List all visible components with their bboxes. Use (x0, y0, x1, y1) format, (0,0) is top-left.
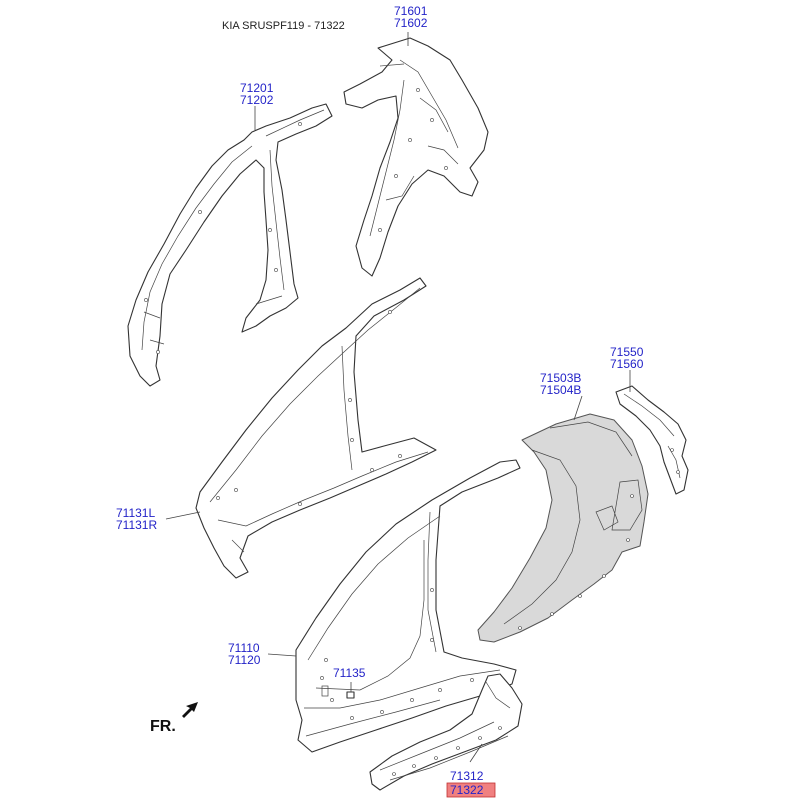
highlight-box (446, 782, 496, 798)
part-label-71120[interactable]: 71120 (228, 653, 261, 667)
part-label-71504B[interactable]: 71504B (540, 383, 581, 397)
leader-71503B (573, 395, 583, 421)
side-outer-panel-part[interactable] (295, 459, 521, 753)
side-reinforcement-part[interactable] (195, 277, 437, 579)
part-label-71601[interactable]: 71601 (394, 4, 428, 18)
latch-cutout (321, 685, 329, 697)
part-label-71602[interactable]: 71602 (394, 16, 428, 30)
front-direction-label: FR. (150, 718, 176, 735)
part-label-71202[interactable]: 71202 (240, 93, 274, 107)
part-label-71550[interactable]: 71550 (610, 345, 644, 359)
part-label-71131L[interactable]: 71131L (116, 506, 155, 520)
rear-inner-panel-part[interactable] (343, 37, 489, 277)
leader-71312 (469, 743, 483, 763)
quarter-outer-panel-part[interactable] (477, 413, 649, 643)
rear-bracket-part[interactable] (615, 385, 689, 495)
side-sill-part[interactable] (369, 673, 523, 791)
front-direction-arrow-icon (182, 702, 198, 718)
pillar-inner-part[interactable] (127, 103, 333, 387)
part-label-71110[interactable]: 71110 (228, 641, 260, 655)
part-label-71503B[interactable]: 71503B (540, 371, 581, 385)
part-label-71201[interactable]: 71201 (240, 81, 274, 95)
part-label-71312[interactable]: 71312 (450, 769, 484, 783)
leader-71110 (267, 653, 297, 657)
small-clip-part[interactable] (346, 691, 355, 699)
part-label-71131R[interactable]: 71131R (116, 518, 157, 532)
leader-71131 (165, 511, 201, 520)
part-label-71135[interactable]: 71135 (333, 666, 366, 680)
part-label-71322[interactable]: 71322 (450, 783, 484, 797)
part-label-71560[interactable]: 71560 (610, 357, 644, 371)
diagram-title: KIA SRUSPF119 - 71322 (222, 20, 345, 32)
